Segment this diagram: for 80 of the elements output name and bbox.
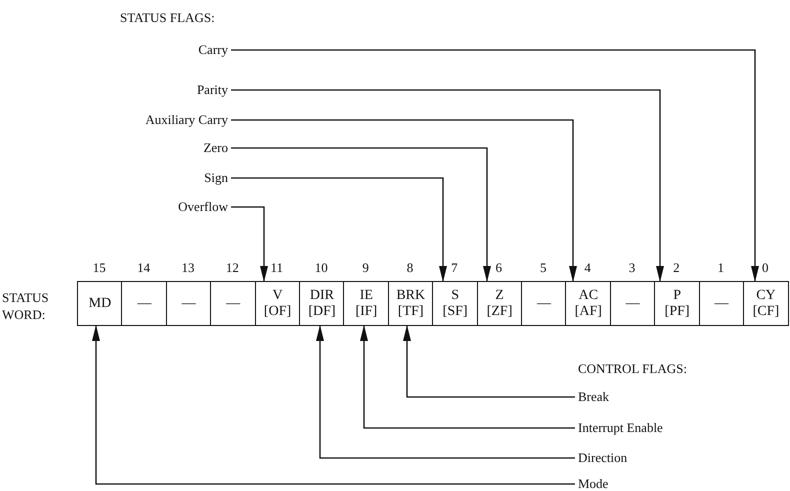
register-cell	[521, 281, 567, 326]
arrow	[231, 119, 577, 282]
register-cell	[254, 281, 300, 326]
arrow	[231, 147, 491, 282]
bit-label: —	[137, 296, 152, 312]
section-heading: STATUS FLAGS:	[120, 10, 215, 25]
bit-label: —	[536, 296, 551, 312]
flag-name: Direction	[578, 451, 628, 465]
flag-name: Carry	[198, 43, 228, 57]
register-cell	[654, 281, 700, 326]
bit-number: 5	[538, 260, 548, 275]
flag-mnemonic: AC	[578, 288, 598, 304]
arrow	[360, 325, 575, 429]
flag-mnemonic: DIR	[310, 288, 334, 304]
register-cell	[210, 281, 256, 326]
arrow	[316, 325, 575, 459]
bit-number: 8	[406, 260, 414, 275]
register-cell	[743, 281, 789, 326]
register-cell	[121, 281, 168, 326]
register-cell	[610, 281, 656, 326]
register-cell	[343, 281, 390, 326]
register-cell	[299, 281, 345, 326]
bit-number: 13	[180, 260, 196, 275]
flag-mnemonic: BRK	[396, 288, 426, 304]
bit-label: —	[626, 296, 640, 312]
flag-mnemonic: P	[673, 288, 682, 304]
register-label: STATUS WORD:	[2, 289, 50, 323]
bit-number: 7	[450, 260, 459, 275]
flag-mnemonic: Z	[495, 288, 504, 304]
flag-mnemonic: IE	[360, 288, 373, 304]
arrow	[231, 206, 268, 282]
register-cell	[698, 281, 744, 326]
register-cell	[388, 281, 434, 326]
flag-code: [IF]	[355, 304, 378, 320]
flag-name: Interrupt Enable	[578, 421, 663, 435]
bit-number: 9	[361, 260, 370, 275]
flag-code: [PF]	[664, 304, 690, 320]
bit-number: 6	[494, 260, 504, 275]
bit-label: —	[182, 296, 196, 312]
bit-label: MD	[88, 296, 112, 312]
flag-name: Auxiliary Carry	[145, 113, 228, 127]
flag-code: [CF]	[752, 304, 780, 320]
arrow	[403, 325, 575, 398]
flag-code: [DF]	[308, 304, 336, 320]
register-cell	[166, 281, 212, 326]
arrow	[231, 89, 664, 282]
bit-number: 3	[628, 260, 636, 275]
flag-name: Overflow	[178, 200, 228, 214]
section-heading: CONTROL FLAGS:	[578, 361, 687, 376]
flag-code: [OF]	[264, 304, 292, 320]
register-cell	[476, 281, 522, 326]
flag-code: [SF]	[442, 304, 468, 320]
bit-number: 10	[314, 260, 329, 275]
arrow	[231, 49, 759, 282]
flag-code: [AF]	[574, 304, 602, 320]
flag-name: Sign	[204, 171, 228, 185]
bit-number: 4	[583, 260, 592, 275]
flag-name: Break	[578, 390, 610, 404]
flag-name: Zero	[203, 141, 228, 155]
arrow	[92, 325, 575, 485]
bit-number: 1	[716, 260, 726, 275]
arrow	[231, 177, 447, 282]
bit-number: 0	[760, 260, 770, 275]
bit-label: —	[226, 296, 240, 312]
register-cell	[432, 281, 478, 326]
bit-number: 15	[92, 260, 107, 275]
flag-code: [ZF]	[486, 304, 512, 320]
bit-number: 11	[270, 260, 284, 275]
bit-label: —	[714, 296, 729, 312]
register-cell	[77, 281, 123, 326]
flag-mnemonic: V	[272, 288, 283, 304]
flag-mnemonic: CY	[756, 288, 776, 304]
bit-number: 12	[224, 260, 240, 275]
flag-name: Mode	[578, 477, 608, 491]
flag-code: [TF]	[398, 304, 424, 320]
flag-name: Parity	[196, 83, 228, 97]
bit-number: 14	[136, 260, 152, 275]
flag-mnemonic: S	[451, 288, 460, 304]
bit-number: 2	[672, 260, 681, 275]
register-cell	[565, 281, 612, 326]
